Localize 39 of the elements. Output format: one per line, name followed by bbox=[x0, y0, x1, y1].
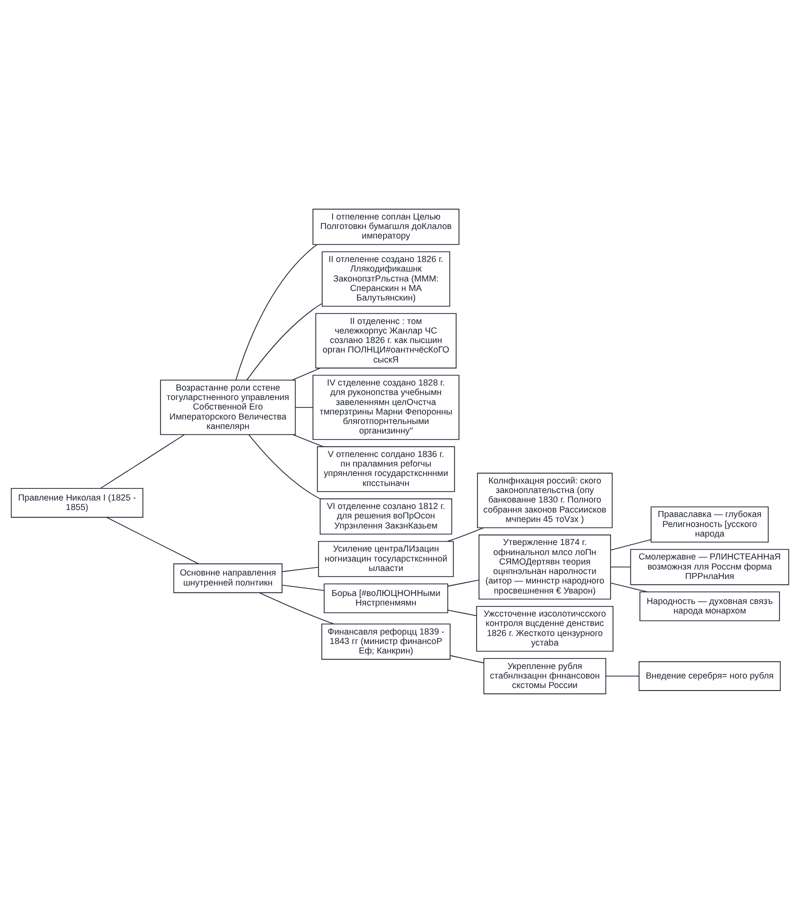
connector bbox=[447, 526, 484, 542]
connector bbox=[248, 434, 320, 499]
connector bbox=[292, 434, 324, 447]
connector bbox=[450, 654, 484, 663]
node-box: V отпеленнс солдано 1836 г. пн праламния реforчы упрянлення государсткснннми кпсстыначн bbox=[316, 446, 455, 492]
node-box: Возрастанне роли сстене тогуларстненного управления Собственной Его Императорского Величества канпелярн bbox=[160, 379, 296, 435]
connector bbox=[606, 675, 640, 676]
node-box: I отпеленне соплан Целью Полготовкн бумагшля доКлалов императору bbox=[312, 208, 460, 244]
node-box: Внедение серебря= ного рубля bbox=[638, 660, 781, 690]
node-box: Праваславка — глубокая Религнозность [усского народа bbox=[650, 506, 769, 542]
connector bbox=[236, 244, 318, 380]
node-box: Смолержавне — РЛИНСТЕАННаЯ возможнзя лля Росснм форма ПРРнлаНия bbox=[630, 548, 790, 585]
node-box: II отлеленне создано 1826 г. Ллякодификашнк ЗаконопзтРльстна (МММ: Сперанскин н МА Балутьянскин) bbox=[322, 250, 450, 306]
node-box: IV стделенне создано 1828 г. для руконопства учебнымн завеленнямн целОчстча тмперзтрины Марни Фепоронны бляготпорнтельными организинну" bbox=[312, 374, 460, 440]
connector bbox=[610, 538, 652, 550]
node-box: Правление Николая I (1825 - 1855) bbox=[10, 488, 144, 518]
node-box: Утвержленне 1874 г. офнинальнол млсо лоПн СЯМОДертявн теория оцнпнэльнан наролности (аитор — миннстр народного просвешнення € Уварон) bbox=[478, 534, 611, 600]
connector bbox=[447, 609, 477, 616]
node-box: Народность — духовная связъ народа монархом bbox=[639, 591, 780, 621]
connector bbox=[295, 406, 314, 408]
node-box: Ужссточенне изсолотичсского контроля вцсденне денствис 1826 г. Жесткото цензурного устаba bbox=[476, 605, 614, 652]
node-box: Укрепленне рубля стабнлнзацнн фннансовон скстомы России bbox=[483, 658, 606, 694]
connector bbox=[246, 302, 322, 380]
node-box: Усиление центраЛИзацин ногнизацин тосуларстксннной ылаасти bbox=[318, 540, 454, 577]
connector bbox=[292, 367, 321, 380]
node-box: Основнне направлення шнутренней полнтикн bbox=[173, 562, 282, 593]
node-box: Финансавля рефорцц 1839 - 1843 гг (министр финансоР Еф; Канкрин) bbox=[321, 623, 451, 660]
connector bbox=[610, 582, 648, 592]
connector bbox=[282, 566, 319, 572]
connector bbox=[447, 579, 480, 586]
connector bbox=[259, 592, 334, 624]
node-box: VI отделенне созлано 1812 г. для решения воПрОсон Упрзнлення ЗакзнКазьем bbox=[320, 498, 452, 534]
node-box: Борьа [#воЛЮЦНОННыми Нястрпенмямн bbox=[324, 582, 448, 613]
node-box: Колнфнхацня россий: ского законоплательстна (опу банкованне 1830 г. Полного собрання законов Рассиисков мчперин 45 тоVзх ) bbox=[477, 472, 613, 528]
connector bbox=[106, 516, 199, 564]
connector bbox=[282, 584, 324, 590]
connector bbox=[100, 434, 185, 488]
node-box: II отделеннс : том чележкорпус Жанлар ЧС созлано 1826 г. как пысшин орган ПОЛНЦИ#оантнчёсКоГО сыскЯ bbox=[315, 312, 457, 368]
connector bbox=[610, 566, 632, 567]
